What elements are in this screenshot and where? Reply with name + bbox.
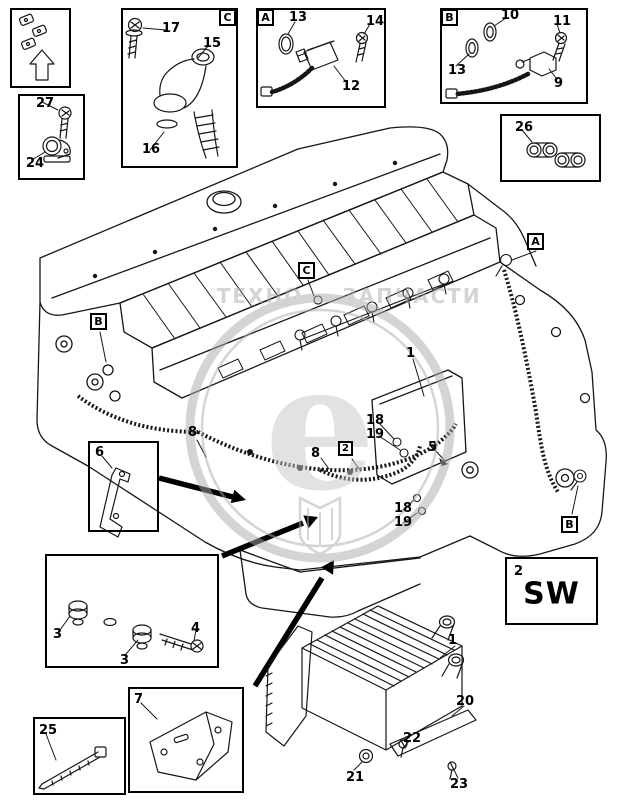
letter-tag-b-left: B bbox=[90, 313, 107, 330]
part-number-14: 14 bbox=[366, 14, 385, 29]
letter-tag-b-top: B bbox=[441, 9, 458, 26]
callout-box-3-4 bbox=[45, 554, 219, 668]
part-number-26: 26 bbox=[515, 120, 534, 135]
part-number-10: 10 bbox=[501, 8, 520, 23]
part-number-18-a: 18 bbox=[366, 413, 385, 428]
part-number-8-b: 8 bbox=[311, 446, 321, 461]
part-number-22: 22 bbox=[403, 731, 422, 746]
part-number-1-a: 1 bbox=[406, 346, 416, 361]
sw-box-label: SW bbox=[523, 576, 580, 612]
valve-cover-bolts bbox=[92, 160, 398, 279]
callout-box-26 bbox=[500, 114, 601, 182]
part-number-9: 9 bbox=[554, 76, 564, 91]
part-number-3-a: 3 bbox=[53, 627, 63, 642]
part-number-1-b: 1 bbox=[448, 633, 458, 648]
part-number-21: 21 bbox=[346, 770, 365, 785]
part-number-15: 15 bbox=[203, 36, 222, 51]
part-number-18-b: 18 bbox=[394, 501, 413, 516]
callout-box-24-27 bbox=[18, 94, 85, 180]
letter-tag-a-engine: A bbox=[527, 233, 544, 250]
letter-tag-c-engine: C bbox=[298, 262, 315, 279]
part-number-19-a: 19 bbox=[366, 427, 385, 442]
part-number-25: 25 bbox=[39, 723, 58, 738]
letter-tag-c-top: C bbox=[219, 9, 236, 26]
part-number-8-a: 8 bbox=[188, 425, 198, 440]
part-number-24: 24 bbox=[26, 156, 45, 171]
part-number-16: 16 bbox=[142, 142, 161, 157]
part-number-20: 20 bbox=[456, 694, 475, 709]
number-tag-2-engine: 2 bbox=[338, 441, 353, 456]
callout-box-a bbox=[256, 8, 386, 108]
part-number-13-b: 13 bbox=[448, 63, 467, 78]
part-number-12: 12 bbox=[342, 79, 361, 94]
part-number-19-b: 19 bbox=[394, 515, 413, 530]
part-number-13-a: 13 bbox=[289, 10, 308, 25]
letter-tag-a-top: A bbox=[257, 9, 274, 26]
callout-box-6 bbox=[88, 441, 159, 532]
sw-box-number: 2 bbox=[514, 564, 524, 579]
callout-box-c bbox=[121, 8, 238, 168]
injector-connectors bbox=[294, 253, 587, 516]
callout-box-25 bbox=[33, 717, 126, 795]
part-number-3-b: 3 bbox=[120, 653, 130, 668]
part-number-6: 6 bbox=[95, 445, 105, 460]
letter-tag-b-right: B bbox=[561, 516, 578, 533]
callout-part-drawings bbox=[18, 13, 586, 790]
part-number-5: 5 bbox=[428, 440, 438, 455]
legend-box bbox=[10, 8, 71, 88]
part-number-7: 7 bbox=[134, 692, 144, 707]
ecu-assembly-drawing bbox=[265, 605, 477, 780]
part-number-4: 4 bbox=[191, 621, 201, 636]
callout-box-b bbox=[440, 8, 588, 104]
callout-box-7 bbox=[128, 687, 244, 793]
engine-outline bbox=[36, 126, 607, 618]
part-number-17: 17 bbox=[162, 21, 181, 36]
callout-box-sw: 2 SW bbox=[505, 557, 598, 625]
part-number-11: 11 bbox=[553, 14, 572, 29]
part-number-27: 27 bbox=[36, 96, 55, 111]
part-number-23: 23 bbox=[450, 777, 469, 792]
